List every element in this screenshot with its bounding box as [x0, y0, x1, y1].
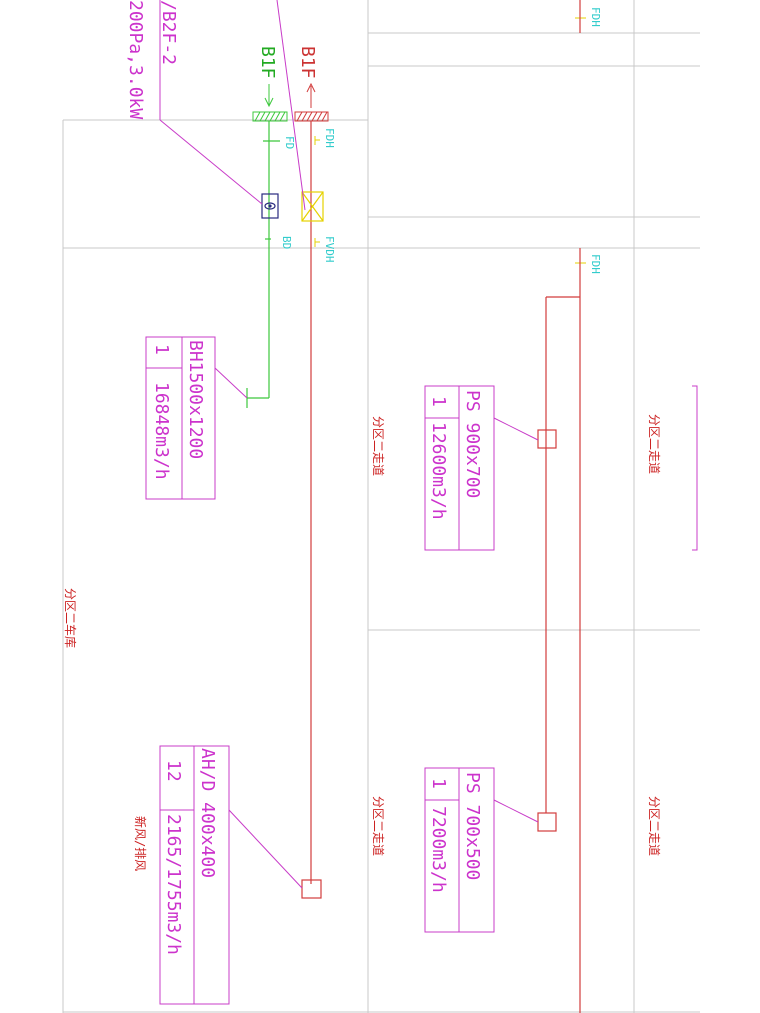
- area-garage-label: 分区二车库: [63, 588, 78, 648]
- bh-box: [145, 336, 216, 500]
- ahd-qty: 12: [163, 760, 184, 782]
- fdh-right-top-label: FDH: [589, 7, 602, 27]
- exhaust-duct-right: [537, 0, 581, 1013]
- fdh-label: FDH: [323, 128, 336, 148]
- area-corridor-label-1: 分区二走道: [371, 416, 385, 476]
- wall-bracket: [692, 385, 698, 551]
- ahd-terminal: [301, 879, 322, 899]
- supply-duct: [246, 121, 280, 408]
- bh-flow: 16848m3/h: [151, 382, 172, 480]
- note-label: 新风/排风: [133, 816, 148, 871]
- bh-qty: 1: [151, 344, 172, 355]
- ps1-box: [424, 385, 495, 551]
- magenta-lines: [159, 0, 306, 399]
- ps1-qty: 1: [428, 396, 449, 407]
- fdh-right-mid-label: FDH: [589, 254, 602, 274]
- bh-top: BH1500x1200: [185, 340, 206, 459]
- ps2-qty: 1: [428, 778, 449, 789]
- ps2-box: [424, 767, 495, 933]
- fvdh-label: FVDH: [323, 236, 336, 263]
- grid-lines: [62, 0, 700, 1013]
- ps2-flow: 7200m3/h: [428, 806, 449, 893]
- ps-leaders: [493, 417, 539, 823]
- ps1-top: PS 900x700: [462, 390, 483, 498]
- supply-arrow-head: [264, 97, 274, 108]
- ps2-top: PS 700x500: [462, 772, 483, 880]
- b1f-supply-label: B1F: [257, 46, 278, 79]
- bd-label: BD: [280, 236, 293, 249]
- valve-marks-yellow: [314, 14, 586, 268]
- inline-fan: [261, 193, 279, 219]
- ahd-box: [159, 745, 230, 1005]
- return-riser-hatch: [294, 111, 329, 122]
- ahd-top: AH/D 400x400: [197, 748, 218, 878]
- fd-label: FD: [283, 136, 296, 149]
- area-corridor-label-3: 分区二走道: [647, 414, 661, 474]
- ahd-leader: [228, 809, 303, 889]
- fan-label-line1: /B2F-2: [158, 0, 179, 65]
- fan-unit: [301, 191, 324, 222]
- area-corridor-label-2: 分区二走道: [371, 796, 385, 856]
- area-corridor-label-4: 分区二走道: [647, 796, 661, 856]
- return-arrow-head: [306, 82, 316, 93]
- fan-label-line2: 200Pa,3.0kW: [125, 0, 146, 119]
- b1f-return-label: B1F: [297, 46, 318, 79]
- ahd-flow: 2165/1755m3/h: [163, 814, 184, 955]
- supply-riser-hatch: [252, 111, 288, 122]
- ps1-flow: 12600m3/h: [428, 422, 449, 520]
